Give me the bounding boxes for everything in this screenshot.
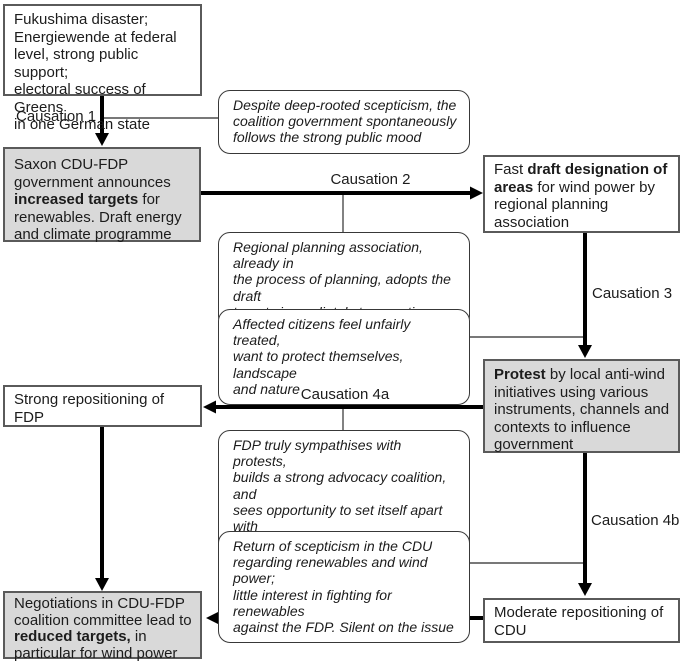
causation-label-4a: Causation 4a — [300, 386, 390, 403]
arrowhead-causation-2 — [470, 186, 483, 200]
event-box-draft-designation: Fast draft designation of areas for wind… — [483, 155, 680, 233]
event-box-fdp-repositioning: Strong repositioning of FDP — [3, 385, 202, 427]
event-box-fukushima: Fukushima disaster; Energiewende at fede… — [3, 4, 202, 133]
arrowhead-causation-1 — [95, 133, 109, 146]
causation-label-3: Causation 3 — [592, 285, 673, 302]
event-box-protest: Protest by local anti-wind initiatives u… — [483, 359, 680, 453]
causation-label-1: Causation 1 — [16, 108, 97, 125]
arrowhead-causation-3 — [578, 345, 592, 358]
note-cdu-scepticism: Return of scepticism in the CDU regardin… — [218, 531, 470, 644]
event-box-negotiations: Negotiations in CDU-FDP coalition commit… — [3, 591, 202, 661]
note-public-mood: Despite deep-rooted scepticism, the coal… — [218, 90, 470, 154]
causation-label-2: Causation 2 — [330, 171, 411, 188]
event-box-saxon-government: Saxon CDU-FDP government announces incre… — [3, 147, 201, 243]
causation-label-4b: Causation 4b — [591, 512, 680, 529]
event-box-cdu-repositioning: Moderate repositioning of CDU — [483, 598, 680, 643]
note-affected-citizens: Affected citizens feel unfairly treated,… — [218, 309, 470, 406]
arrowhead-causation-4b — [578, 583, 592, 596]
arrowhead-fdp-to-negotiations — [95, 578, 109, 591]
arrowhead-cdu-to-negotiations — [206, 611, 219, 625]
arrowhead-causation-4a — [203, 400, 216, 414]
